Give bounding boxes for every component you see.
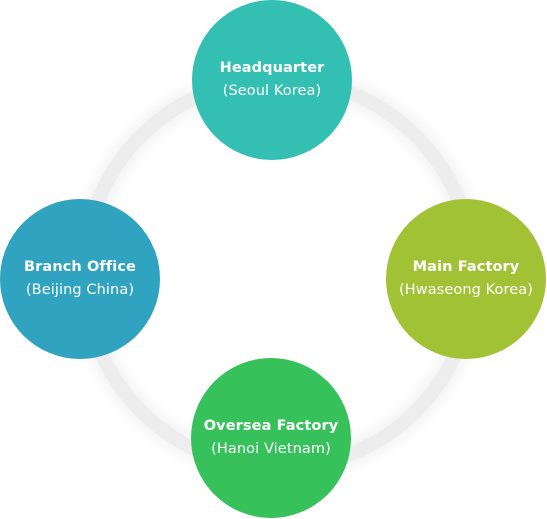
node-main-factory-location: (Hwaseong Korea)	[398, 282, 534, 298]
node-branch-office-location: (Beijing China)	[25, 282, 135, 298]
node-oversea-factory: Oversea Factory (Hanoi Vietnam)	[191, 358, 351, 518]
node-branch-office-name: Branch Office	[24, 259, 136, 275]
node-main-factory-name: Main Factory	[412, 259, 520, 275]
node-main-factory: Main Factory (Hwaseong Korea)	[386, 199, 546, 359]
node-headquarter: Headquarter (Seoul Korea)	[192, 0, 352, 160]
node-headquarter-location: (Seoul Korea)	[222, 83, 322, 99]
node-headquarter-name: Headquarter	[219, 60, 325, 76]
node-oversea-factory-location: (Hanoi Vietnam)	[211, 441, 331, 457]
node-branch-office: Branch Office (Beijing China)	[0, 199, 160, 359]
node-oversea-factory-name: Oversea Factory	[203, 418, 339, 434]
